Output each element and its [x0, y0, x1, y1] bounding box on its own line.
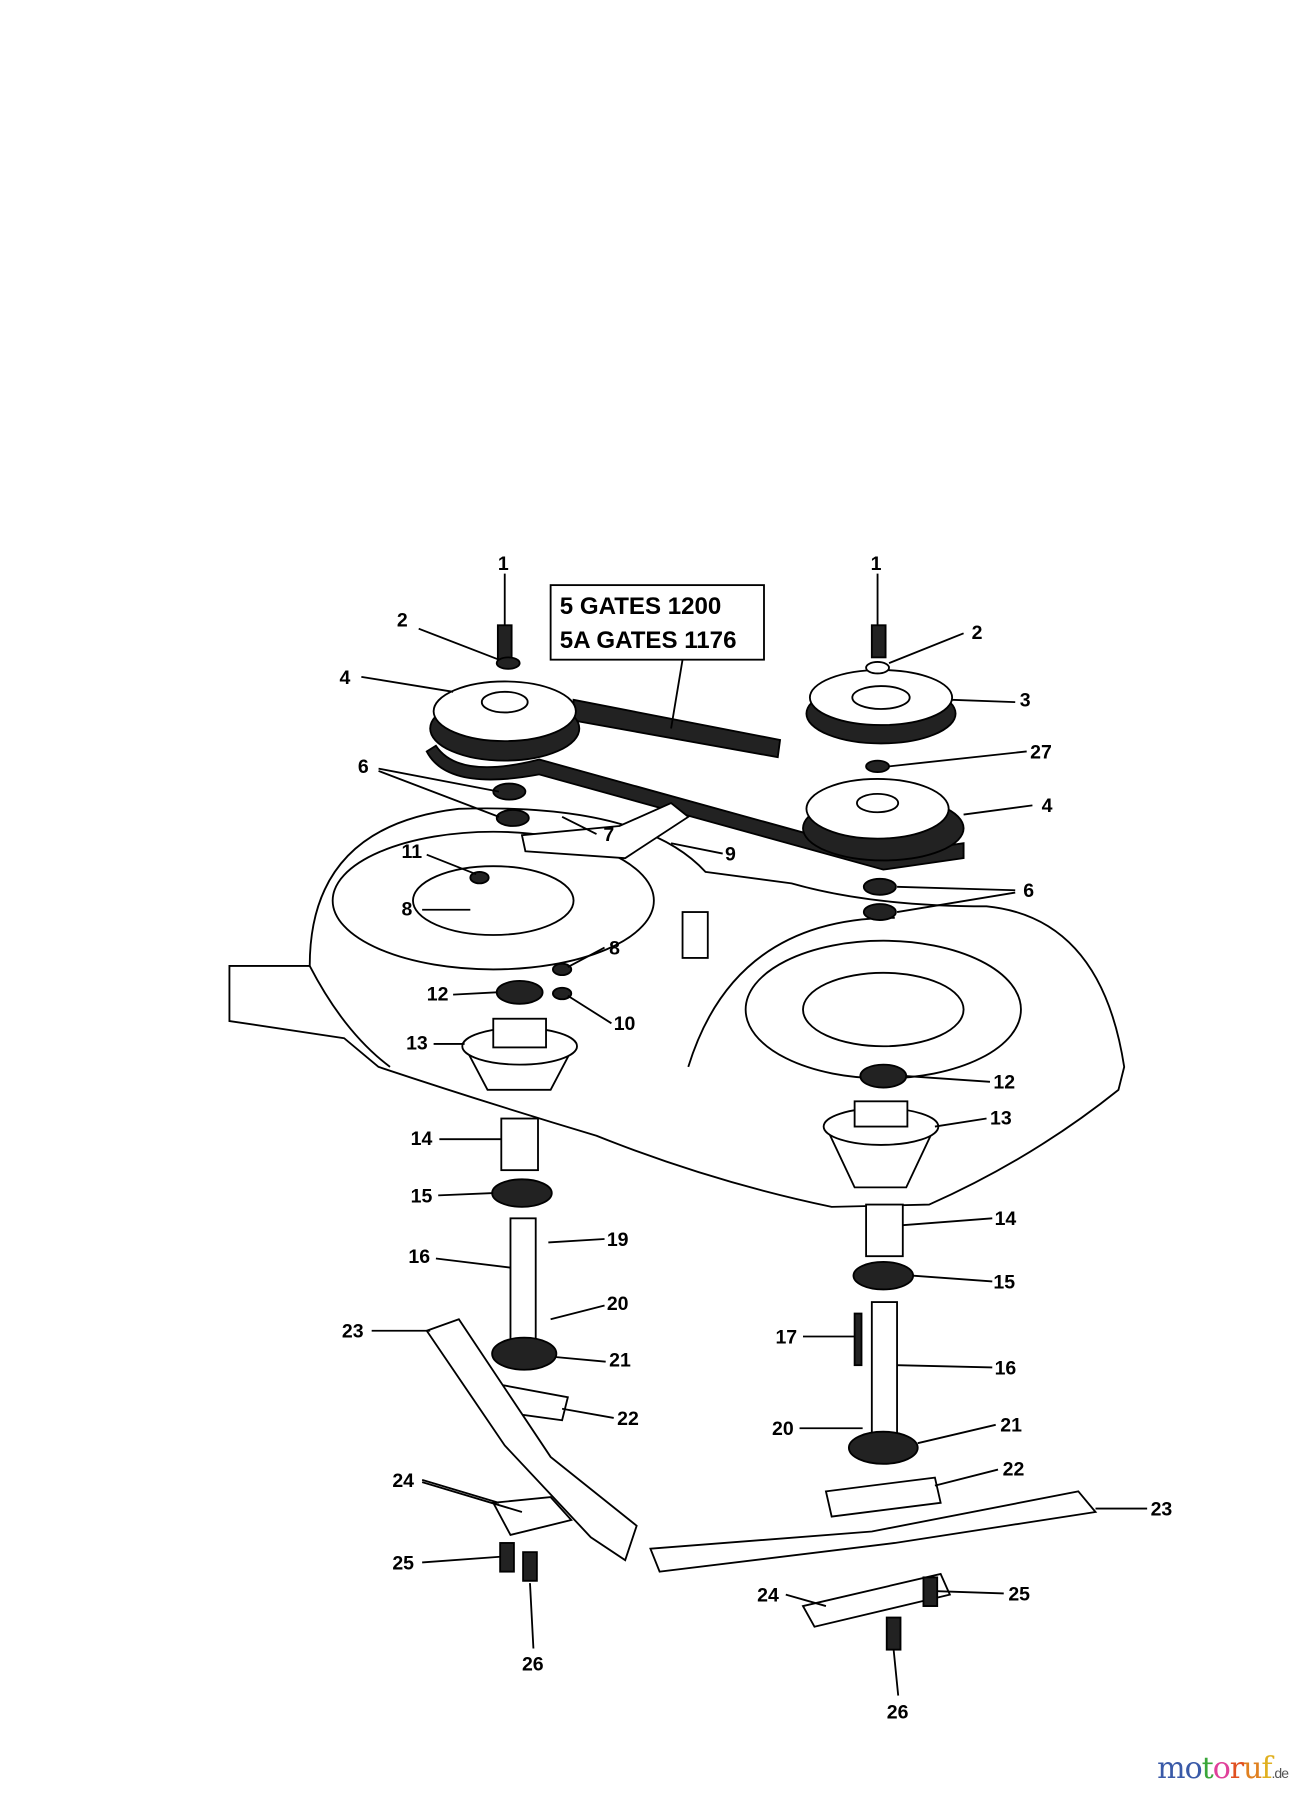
motoruf-watermark-logo: motoruf.de [1157, 1751, 1289, 1786]
callout: 4 [1042, 795, 1053, 817]
callout: 26 [522, 1653, 544, 1675]
watermark-letter: r [1229, 1751, 1244, 1786]
callout: 27 [1030, 741, 1052, 763]
callouts-left: 1 2 4 6 7 9 11 8 8 12 10 13 14 15 16 19 … [340, 553, 736, 1675]
callout: 16 [408, 1246, 430, 1268]
callout: 14 [995, 1208, 1017, 1230]
belt-spec-line-2: 5A GATES 1176 [560, 627, 737, 654]
callout: 1 [871, 553, 882, 575]
callout: 24 [757, 1584, 779, 1606]
watermark-letter: m [1157, 1751, 1185, 1786]
callout: 20 [607, 1293, 629, 1315]
callout: 23 [342, 1321, 364, 1343]
callout: 2 [972, 622, 983, 644]
callout: 10 [614, 1013, 636, 1035]
drive-belt [425, 698, 965, 871]
callout: 3 [1020, 690, 1031, 712]
watermark-text: motoruf [1157, 1751, 1272, 1786]
callout: 20 [772, 1418, 794, 1440]
right-spindle-assembly [649, 1063, 1098, 1651]
watermark-letter: f [1261, 1751, 1272, 1786]
callout: 8 [609, 937, 620, 959]
callout: 11 [401, 841, 422, 863]
right-pulleys [802, 624, 965, 862]
watermark-suffix: .de [1271, 1765, 1289, 1781]
callout: 15 [411, 1185, 433, 1207]
callout: 22 [617, 1408, 639, 1430]
callout: 25 [1008, 1583, 1030, 1605]
callout: 14 [411, 1128, 433, 1150]
callouts-right: 1 2 3 27 4 6 12 13 14 15 17 16 21 20 22 … [757, 553, 1172, 1723]
callout: 21 [1000, 1415, 1022, 1437]
callout: 4 [340, 667, 351, 689]
left-spindle-assembly [425, 979, 638, 1582]
watermark-letter: o [1184, 1751, 1203, 1786]
callout: 1 [498, 553, 509, 575]
watermark-letter: o [1212, 1751, 1231, 1786]
mower-deck [228, 807, 1126, 1208]
callout: 12 [993, 1072, 1015, 1094]
left-pulley [429, 624, 581, 762]
callout: 16 [995, 1357, 1017, 1379]
callout: 23 [1151, 1498, 1173, 1520]
callout: 26 [887, 1701, 909, 1723]
callout: 2 [397, 609, 408, 631]
watermark-letter: u [1243, 1751, 1262, 1786]
callout: 6 [358, 756, 369, 778]
leader-lines [361, 573, 1148, 1696]
callout: 9 [725, 843, 736, 865]
callout: 24 [392, 1470, 414, 1492]
callout: 25 [392, 1552, 414, 1574]
callout: 22 [1003, 1458, 1025, 1480]
callout: 13 [990, 1107, 1012, 1129]
washers [469, 782, 897, 1001]
belt-spec-line-1: 5 GATES 1200 [560, 593, 722, 620]
callout: 7 [603, 824, 614, 846]
callout: 19 [607, 1229, 629, 1251]
callout: 21 [609, 1349, 631, 1371]
belt-spec-box: 5 GATES 1200 5A GATES 1176 [549, 584, 765, 729]
watermark-letter: t [1201, 1751, 1214, 1786]
callout: 17 [775, 1326, 797, 1348]
callout: 6 [1023, 880, 1034, 902]
callout: 8 [401, 898, 412, 920]
callout: 13 [406, 1033, 428, 1055]
callout: 15 [993, 1271, 1015, 1293]
callout: 12 [427, 983, 449, 1005]
